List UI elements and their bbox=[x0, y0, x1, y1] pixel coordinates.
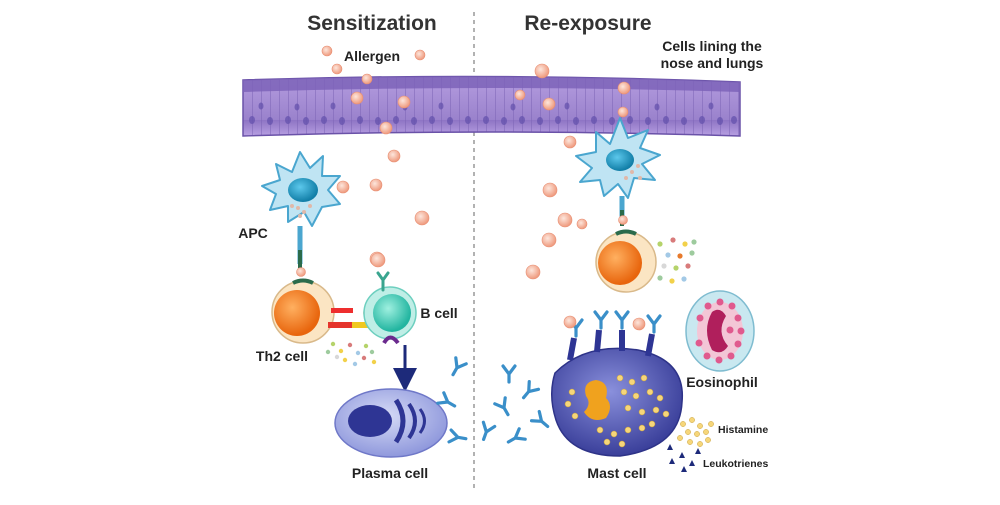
apc-label: APC bbox=[238, 225, 268, 241]
apc-cell bbox=[261, 151, 341, 277]
mast-cell-receptors bbox=[563, 310, 662, 361]
mast-cell-label: Mast cell bbox=[587, 465, 646, 481]
lining-label-line2: nose and lungs bbox=[661, 55, 764, 71]
epithelium-nuclei bbox=[249, 102, 737, 125]
b-cell-label: B cell bbox=[420, 305, 457, 321]
histamine-label: Histamine bbox=[718, 424, 768, 436]
plasma-cell bbox=[334, 388, 448, 458]
cytokines-left bbox=[325, 341, 377, 367]
th2-cell-label: Th2 cell bbox=[256, 348, 308, 364]
lining-label-line1: Cells lining the bbox=[662, 38, 762, 54]
eosinophil-label: Eosinophil bbox=[686, 374, 758, 390]
mast-cell bbox=[551, 310, 684, 457]
plasma-cell-label: Plasma cell bbox=[352, 465, 428, 481]
th2-cell bbox=[271, 278, 335, 344]
eosinophil-cell bbox=[685, 290, 755, 372]
header-reexposure: Re-exposure bbox=[524, 12, 651, 35]
leukotrienes-release bbox=[667, 444, 701, 472]
histamine-release bbox=[677, 417, 714, 447]
free-antibodies bbox=[436, 356, 554, 449]
leukotrienes-label: Leukotrienes bbox=[703, 458, 769, 470]
cytokines-right bbox=[657, 237, 697, 284]
th2-cell-right bbox=[595, 229, 657, 293]
b-cell bbox=[363, 252, 417, 345]
epithelium-layer bbox=[242, 75, 741, 137]
header-sensitization: Sensitization bbox=[307, 12, 437, 35]
apc-cell-right bbox=[575, 117, 661, 226]
allergen-label: Allergen bbox=[344, 48, 400, 64]
